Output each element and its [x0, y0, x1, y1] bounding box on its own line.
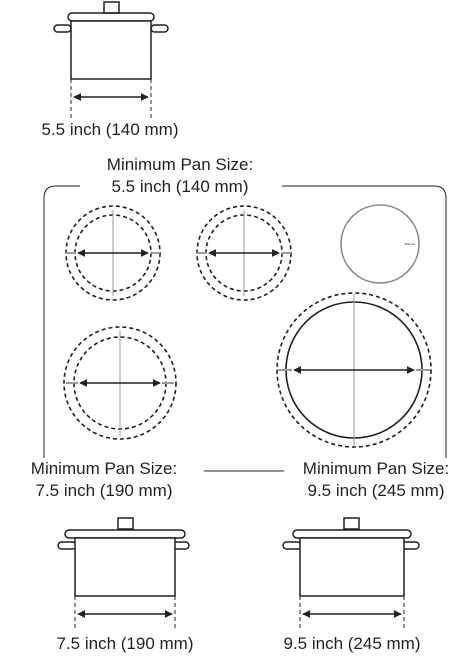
top-callout-line1: Minimum Pan Size:	[107, 155, 253, 174]
burner-front-right-large	[276, 292, 432, 448]
left-callout-line2: 7.5 inch (190 mm)	[36, 481, 173, 500]
top-callout-line2: 5.5 inch (140 mm)	[112, 177, 249, 196]
right-callout-line2: 9.5 inch (245 mm)	[308, 481, 445, 500]
pot-small: 5.5 inch (140 mm)	[42, 1, 179, 139]
pot-medium-size-label: 7.5 inch (190 mm)	[57, 634, 194, 653]
cooktop-outline	[43, 185, 447, 458]
burner-front-left-small	[65, 205, 161, 301]
pot-icon	[57, 517, 190, 597]
right-callout-line1: Minimum Pan Size:	[303, 459, 449, 478]
cooktop: Minimum Pan Size: 5.5 inch (140 mm) Warm…	[31, 155, 449, 500]
burner-front-left-medium	[63, 326, 177, 440]
left-callout-line1: Minimum Pan Size:	[31, 459, 177, 478]
warmer-label: Warmer	[405, 242, 416, 246]
pot-medium: 7.5 inch (190 mm)	[57, 517, 194, 653]
pot-large-size-label: 9.5 inch (245 mm)	[284, 634, 421, 653]
pot-small-size-label: 5.5 inch (140 mm)	[42, 120, 179, 139]
pot-icon	[282, 517, 420, 597]
pot-large: 9.5 inch (245 mm)	[282, 517, 421, 653]
warming-zone: Warmer	[340, 204, 420, 284]
burner-rear-middle-small	[196, 205, 292, 301]
pot-icon	[53, 1, 169, 80]
